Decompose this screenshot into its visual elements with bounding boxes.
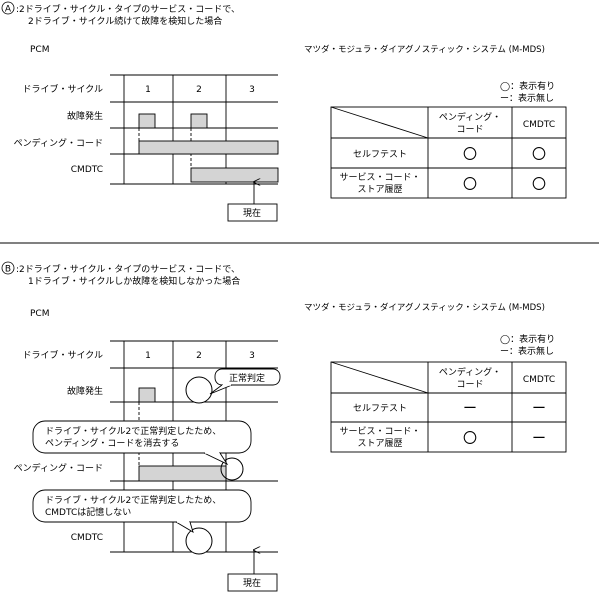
panel-b-table-grid — [330, 361, 567, 453]
panel-a-letter: A — [5, 5, 12, 15]
panel-b: B :2ドライブ・サイクル・タイプのサービス・コードで、 1ドライブ・サイクルし… — [1, 261, 567, 592]
panel-a-cmdtc-bar — [190, 167, 279, 183]
panel-a-row-cmdtc: CMDTC — [71, 165, 103, 175]
panel-b-letter: B — [5, 265, 11, 275]
panel-a-row-service-1: サービス・コード・ — [339, 172, 420, 183]
panel-a-col-cmdtc: CMDTC — [523, 120, 555, 130]
panel-b-cmdtc-circle — [185, 527, 213, 555]
panel-a-legend-yes: ◯：表示有り — [500, 80, 555, 92]
panel-a-fault-pulse-2 — [190, 113, 208, 129]
panel-b-pending-bar — [138, 465, 227, 482]
panel-a-table-grid — [330, 106, 567, 199]
panel-b-row-drive-cycle: ドライブ・サイクル — [22, 349, 103, 361]
panel-b-r2c2: ー — [532, 431, 546, 447]
panel-b-col-pending-2: コード — [456, 380, 483, 390]
panel-a-now-box — [227, 203, 278, 222]
panel-b-pcm-label: PCM — [30, 309, 49, 319]
panel-a-pcm-label: PCM — [30, 45, 49, 55]
panel-a: A :2ドライブ・サイクル・タイプのサービス・コードで、 2ドライブ・サイクル続… — [1, 1, 567, 222]
panel-b-heading-1: :2ドライブ・サイクル・タイプのサービス・コードで、 — [16, 263, 240, 275]
panel-b-letter-circle — [1, 261, 15, 275]
panel-b-callout-2-line-2: CMDTCは記憶しない — [45, 506, 131, 518]
panel-b-fault-pulse-1 — [138, 387, 156, 403]
panel-a-row-service-2: ストア履歴 — [357, 184, 402, 195]
panel-b-normal-judgement-label: 正常判定 — [229, 372, 265, 384]
panel-a-row-self-test: セルフテスト — [353, 149, 407, 160]
panel-b-fault-judgement-circle — [185, 376, 213, 404]
panel-b-row-service-1: サービス・コード・ — [339, 426, 420, 437]
panel-b-normal-judgement-bubble — [214, 368, 281, 386]
panel-a-col-pending-1: ペンディング・ — [439, 111, 501, 123]
panel-b-heading-2: 1ドライブ・サイクルしか故障を検知しなかった場合 — [28, 275, 240, 287]
panel-a-system-title: マツダ・モジュラ・ダイアグノスティック・システム (M-MDS) — [304, 44, 545, 55]
panel-a-row-pending: ペンディング・コード — [14, 137, 103, 149]
panel-b-cycle-1: 1 — [145, 351, 151, 361]
panel-b-legend-yes: ◯：表示有り — [500, 333, 555, 345]
panel-b-system-title: マツダ・モジュラ・ダイアグノスティック・システム (M-MDS) — [304, 302, 545, 313]
panel-a-cycle-3: 3 — [249, 85, 255, 95]
panel-a-cycle-1: 1 — [145, 85, 151, 95]
panel-b-r2c1: 〇 — [463, 431, 477, 447]
panel-b-row-fault: 故障発生 — [67, 385, 103, 397]
panel-b-r1c1: ー — [463, 401, 477, 417]
panel-b-cycle-2: 2 — [196, 351, 202, 361]
panel-b-cycle-3: 3 — [249, 351, 255, 361]
panel-b-now-box — [227, 573, 278, 592]
panel-a-row-drive-cycle: ドライブ・サイクル — [22, 83, 103, 95]
panel-b-normal-judgement-tail — [209, 384, 233, 395]
panel-b-callout-1 — [32, 420, 252, 454]
panel-a-now-label: 現在 — [243, 207, 261, 219]
panel-a-cycle-2: 2 — [196, 85, 202, 95]
panel-b-row-pending: ペンディング・コード — [14, 462, 103, 474]
panel-b-callout-1-line-1: ドライブ・サイクル2で正常判定したため、 — [45, 425, 221, 437]
panel-a-pending-bar — [138, 140, 279, 155]
panel-a-fault-pulse-1 — [138, 113, 156, 129]
panel-a-r2c1: 〇 — [463, 177, 477, 193]
panel-a-r2c2: 〇 — [532, 177, 546, 193]
panel-a-legend-no: ー：表示無し — [500, 92, 554, 104]
panel-b-callout-2-tail — [175, 521, 194, 533]
panel-b-row-cmdtc: CMDTC — [71, 533, 103, 543]
panel-b-col-pending-1: ペンディング・ — [439, 366, 501, 378]
panel-b-callout-1-tail — [203, 452, 229, 466]
panel-a-heading-1: :2ドライブ・サイクル・タイプのサービス・コードで、 — [16, 3, 240, 15]
panel-a-col-pending-2: コード — [456, 125, 483, 135]
panel-b-row-service-2: ストア履歴 — [357, 438, 402, 449]
panel-a-letter-circle — [1, 1, 15, 15]
panel-b-col-cmdtc: CMDTC — [523, 375, 555, 385]
panel-b-r1c2: ー — [532, 401, 546, 417]
panel-a-r1c2: 〇 — [532, 147, 546, 163]
panel-a-r1c1: 〇 — [463, 147, 477, 163]
panel-b-pending-clear-circle — [220, 457, 244, 481]
panel-b-now-label: 現在 — [243, 577, 261, 589]
panel-a-row-fault: 故障発生 — [67, 110, 103, 122]
panel-b-legend-no: ー：表示無し — [500, 345, 554, 357]
panel-a-heading-2: 2ドライブ・サイクル続けて故障を検知した場合 — [28, 15, 222, 27]
panel-b-callout-2 — [32, 489, 252, 523]
panel-b-row-self-test: セルフテスト — [353, 403, 407, 414]
panel-b-callout-1-line-2: ペンディング・コードを消去する — [45, 437, 179, 449]
panel-b-callout-2-line-1: ドライブ・サイクル2で正常判定したため、 — [45, 494, 221, 506]
